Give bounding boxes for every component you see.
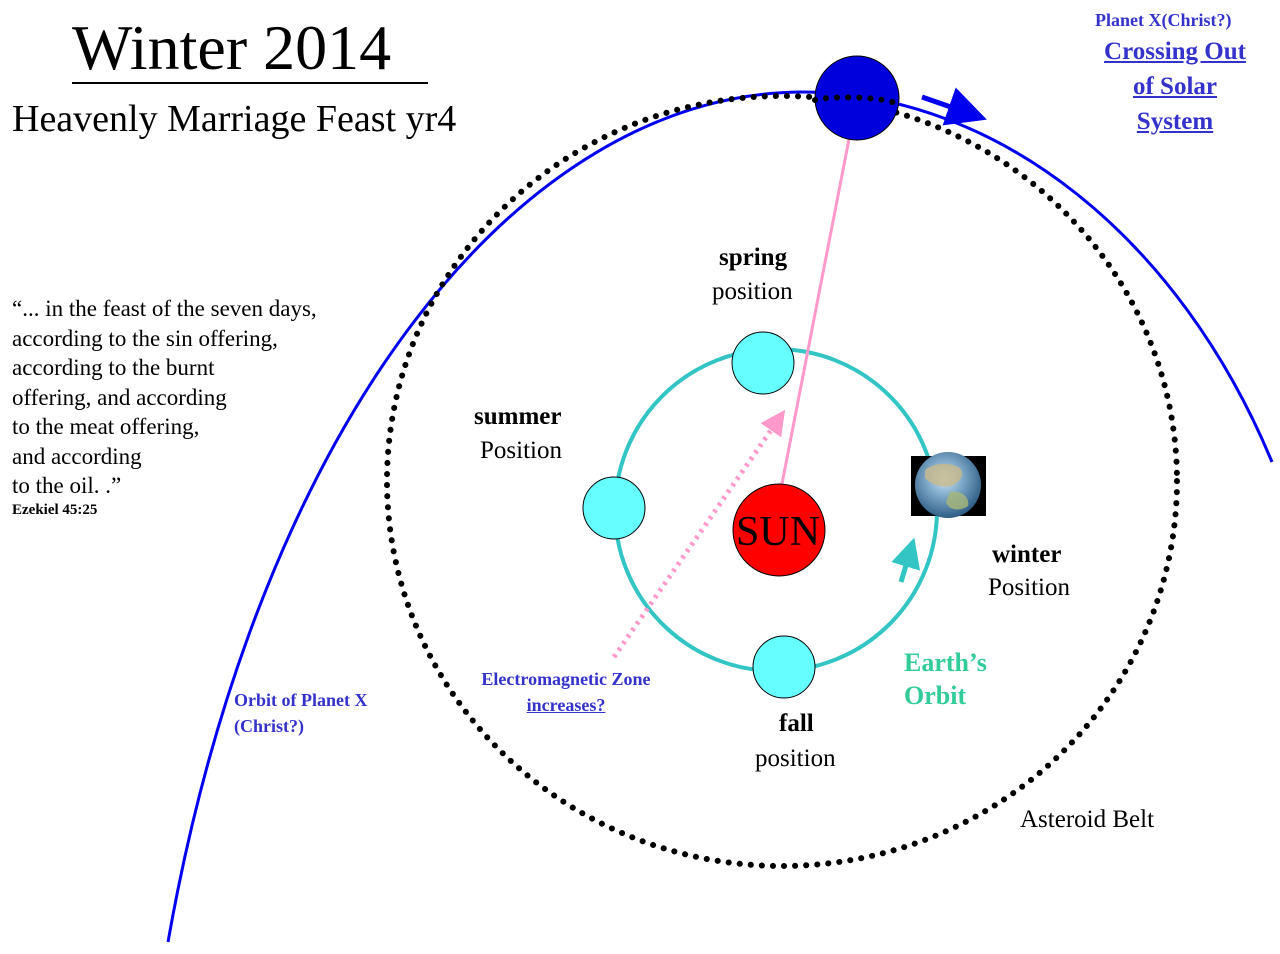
orbit-label-line: Orbit of Planet X: [234, 690, 368, 710]
scripture-reference: Ezekiel 45:25: [12, 502, 98, 518]
winter-earth-globe: [911, 452, 986, 518]
em-zone-link[interactable]: increases?: [526, 695, 606, 715]
planet-x-orbit: [166, 90, 1274, 943]
crossing-line: Crossing Out: [1104, 38, 1246, 65]
earth-orbit-label: Earth’s Orbit: [904, 646, 987, 712]
planet-x-orbit-label: Orbit of Planet X (Christ?): [234, 687, 367, 739]
em-zone-arrow: [611, 409, 786, 659]
quote-line: to the meat offering,: [12, 414, 200, 439]
summer-position-label: Position: [480, 437, 562, 464]
crossing-out-link[interactable]: Crossing Out of Solar System: [1090, 34, 1260, 139]
scripture-quote: “... in the feast of the seven days, acc…: [12, 294, 317, 501]
quote-line: “... in the feast of the seven days,: [12, 296, 317, 321]
planet-x-direction-arrow: [921, 87, 987, 126]
winter-label: winter: [992, 541, 1062, 568]
page-subtitle: Heavenly Marriage Feast yr4: [12, 98, 457, 140]
summer-label: summer: [474, 403, 562, 430]
spring-earth: [731, 331, 795, 395]
spring-position-label: position: [712, 278, 793, 305]
em-zone-line: Electromagnetic Zone: [481, 669, 651, 689]
sun: [732, 483, 826, 577]
quote-line: according to the burnt: [12, 355, 215, 380]
earth-orbit-line: Orbit: [904, 681, 967, 710]
title-underline: [72, 82, 428, 84]
winter-position-label: Position: [988, 574, 1070, 601]
asteroid-belt-ring: [384, 93, 1180, 869]
page-title: Winter 2014: [72, 12, 392, 83]
earth-orbit-line: Earth’s: [904, 648, 987, 677]
quote-line: to the oil. .”: [12, 473, 122, 498]
quote-line: according to the sin offering,: [12, 325, 278, 351]
orbit-label-line: (Christ?): [234, 716, 304, 736]
asteroid-belt-label: Asteroid Belt: [1020, 806, 1155, 833]
spring-label: spring: [719, 244, 788, 271]
planet-x-heading: Planet X(Christ?): [1095, 10, 1232, 30]
fall-label: fall: [779, 710, 814, 737]
summer-earth: [582, 476, 646, 540]
sun-label: SUN: [736, 509, 821, 555]
earth-orbit-direction-arrow: [891, 537, 921, 583]
em-zone-label: Electromagnetic Zone increases?: [458, 666, 674, 718]
fall-earth: [752, 635, 816, 699]
crossing-line: System: [1136, 108, 1214, 135]
quote-line: offering, and according: [12, 384, 227, 410]
crossing-line: of Solar: [1132, 73, 1218, 100]
quote-line: and according: [12, 443, 142, 469]
planet-x-to-sun-line: [771, 97, 859, 531]
fall-position-label: position: [755, 745, 836, 772]
